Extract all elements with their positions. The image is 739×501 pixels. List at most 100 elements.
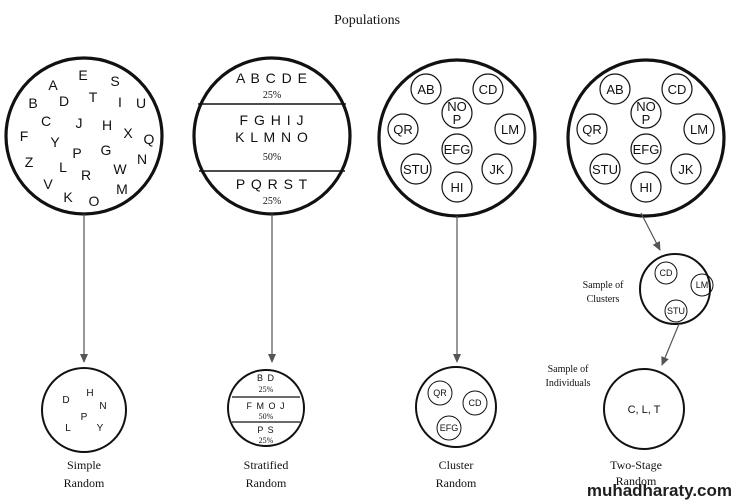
- simple-pop-letter: M: [116, 181, 128, 197]
- cluster-bubble: [661, 73, 693, 105]
- cluster-bubble: [630, 133, 662, 165]
- simple-pop-letter: Y: [50, 134, 60, 150]
- simple-pop-letter: U: [136, 95, 146, 111]
- simple-pop-letter: K: [63, 189, 73, 205]
- sample-cluster-bubble: [436, 415, 462, 441]
- cluster-label: JK: [489, 162, 505, 177]
- cluster-label: LM: [501, 122, 519, 137]
- cluster-label: CD: [668, 82, 687, 97]
- cluster-label: STU: [592, 162, 618, 177]
- cluster-label: NO: [636, 99, 656, 114]
- cluster-label: NO: [447, 99, 467, 114]
- sample-cluster-bubble: [690, 273, 714, 297]
- sample-stratum-3-percent: 25%: [259, 436, 274, 445]
- simple-sample-letter: N: [99, 401, 106, 412]
- simple-pop-letter: G: [101, 142, 112, 158]
- cluster-label: CD: [479, 82, 498, 97]
- cluster-label: HI: [640, 180, 653, 195]
- stratum-2-letters-line2: K L M N O: [235, 129, 309, 145]
- simple-pop-letter: S: [110, 73, 119, 89]
- cluster-bubble: [599, 73, 631, 105]
- cluster-label: AB: [606, 82, 623, 97]
- cluster-sample-circle: [415, 366, 497, 448]
- sample-stratum-1-percent: 25%: [259, 385, 274, 394]
- stratum-3-percent: 25%: [263, 196, 281, 207]
- two-stage-random-group: AB CD NO P QR LM EFG STU JK HI Sample of…: [546, 58, 726, 488]
- simple-pop-letter: I: [118, 94, 122, 110]
- stratum-1-percent: 25%: [263, 90, 281, 101]
- simple-pop-letter: C: [41, 113, 51, 129]
- sample-stratum-1-letters: B D: [257, 373, 275, 383]
- cluster-bubble: [589, 153, 621, 185]
- simple-pop-letter: H: [102, 117, 112, 133]
- two-stage-label-line2: Random: [616, 474, 657, 488]
- cluster-label: AB: [417, 82, 434, 97]
- stratum-3-letters: P Q R S T: [236, 176, 308, 192]
- cluster-label: LM: [690, 122, 708, 137]
- cluster-label: EFG: [633, 142, 660, 157]
- stratum-2-percent: 50%: [263, 152, 281, 163]
- sample-cluster-label: CD: [469, 398, 482, 408]
- simple-pop-letter: Z: [25, 154, 34, 170]
- cluster-bubble: [481, 153, 513, 185]
- simple-pop-letter: J: [76, 115, 83, 131]
- simple-sample-letter: D: [62, 395, 69, 406]
- stratified-label-line2: Random: [246, 476, 287, 490]
- stratum-2-letters-line1: F G H I J: [240, 112, 305, 128]
- simple-pop-letter: X: [123, 125, 133, 141]
- cluster-bubble: [400, 153, 432, 185]
- two-stage-arrow-2: [661, 323, 680, 366]
- sample-of-clusters-circle: [639, 253, 711, 325]
- cluster-bubble: [472, 73, 504, 105]
- cluster-label-line2: Random: [436, 476, 477, 490]
- cluster-bubble: [630, 97, 662, 129]
- watermark-text: muhadharaty.com: [587, 481, 732, 500]
- cluster-bubble: [630, 171, 662, 203]
- sample-cluster-label: QR: [433, 388, 447, 398]
- cluster-label: HI: [451, 180, 464, 195]
- simple-pop-letter: O: [89, 193, 100, 209]
- simple-pop-letter: E: [78, 67, 87, 83]
- simple-pop-letter: W: [113, 161, 127, 177]
- sample-cluster-label: LM: [696, 280, 709, 290]
- two-stage-arrow-1: [640, 212, 661, 251]
- simple-pop-letter: Q: [144, 131, 155, 147]
- sample-cluster-label: CD: [660, 268, 673, 278]
- stratified-sample-circle: [227, 369, 305, 447]
- simple-pop-letter: V: [43, 176, 53, 192]
- simple-pop-letter: F: [20, 128, 29, 144]
- simple-sample-letter: L: [65, 423, 71, 434]
- cluster-bubble: [494, 113, 526, 145]
- cluster-label: P: [642, 112, 651, 127]
- stratum-1-letters: A B C D E: [236, 70, 308, 86]
- cluster-bubble: [410, 73, 442, 105]
- cluster-bubble: [683, 113, 715, 145]
- simple-label-line1: Simple: [67, 458, 101, 472]
- sample-individuals: C, L, T: [628, 404, 661, 416]
- sample-cluster-label: EFG: [440, 423, 459, 433]
- sample-cluster-bubble: [664, 299, 688, 323]
- sample-of-clusters-line1: Sample of: [583, 280, 624, 291]
- cluster-bubble: [670, 153, 702, 185]
- sample-cluster-bubble: [654, 261, 678, 285]
- sample-cluster-bubble: [462, 390, 488, 416]
- cluster-random-group: AB CD NO P QR LM EFG STU JK HI QR CD EFG…: [377, 58, 537, 490]
- simple-sample-letter: P: [81, 412, 88, 423]
- stratified-label-line1: Stratified: [244, 458, 289, 472]
- cluster-bubble: [441, 133, 473, 165]
- simple-sample-letter: H: [86, 388, 93, 399]
- cluster-bubble: [576, 113, 608, 145]
- cluster-label: STU: [403, 162, 429, 177]
- sample-of-individuals-circle: [603, 368, 685, 450]
- cluster-bubble: [441, 97, 473, 129]
- sample-stratum-3-letters: P S: [257, 425, 274, 435]
- sample-cluster-label: STU: [667, 306, 685, 316]
- simple-sample-circle: [41, 367, 127, 453]
- simple-pop-letter: B: [28, 95, 37, 111]
- sample-stratum-2-letters: F M O J: [247, 401, 286, 411]
- cluster-label-line1: Cluster: [439, 458, 474, 472]
- simple-pop-letter: A: [48, 77, 58, 93]
- cluster-label: JK: [678, 162, 694, 177]
- two-stage-population-circle: [566, 58, 726, 218]
